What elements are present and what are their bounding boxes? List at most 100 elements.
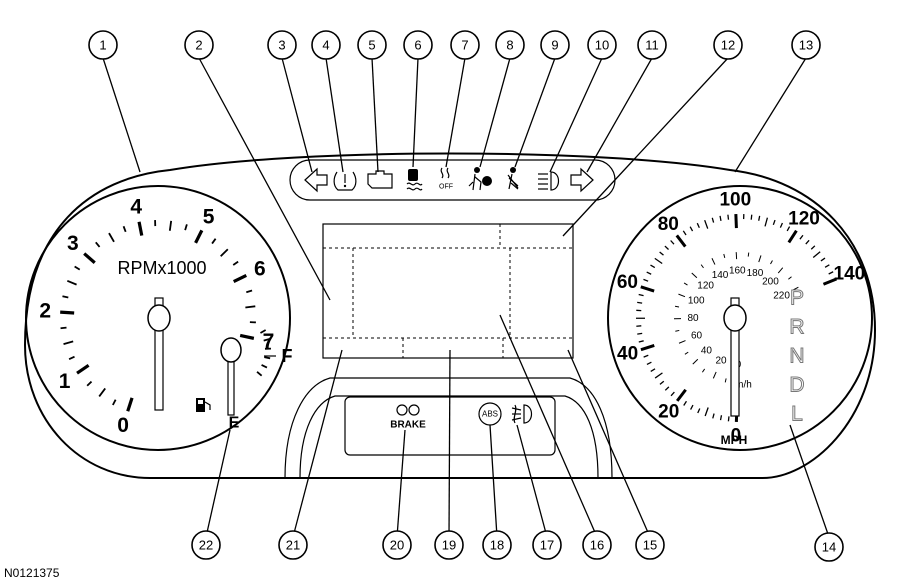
kmh-number: 180	[747, 268, 764, 279]
speedometer-tick	[750, 214, 753, 220]
callout-9: 9	[540, 30, 570, 60]
fuel-tick	[263, 338, 270, 342]
callout-number: 10	[595, 38, 609, 53]
callout-circle	[434, 530, 464, 560]
airbag-icon	[468, 167, 492, 191]
callout-circle	[357, 30, 387, 60]
speedometer-tick	[805, 239, 810, 245]
speedometer-tick	[664, 245, 669, 250]
tachometer-tick	[83, 252, 96, 264]
callout-circle	[267, 30, 297, 60]
kmh-tick	[692, 358, 699, 365]
tachometer-number: 7	[263, 330, 275, 353]
gear-letter: N	[789, 345, 804, 368]
parking-brake-icon: BRAKE	[390, 404, 426, 431]
fuel-hub	[220, 337, 242, 363]
tachometer-hub	[147, 304, 171, 332]
tachometer-tick	[194, 229, 204, 244]
kmh-tick	[747, 252, 750, 257]
callout-13: 13	[791, 30, 821, 60]
speedometer-bezel	[607, 185, 873, 451]
speedometer-needle	[730, 297, 740, 417]
tachometer-tick	[108, 232, 115, 243]
callout-number: 16	[590, 538, 604, 553]
speedometer-tick	[799, 234, 804, 240]
tachometer-tick	[74, 265, 81, 271]
speedometer-tick	[779, 222, 784, 228]
tachometer-needle	[154, 297, 164, 411]
speedometer-tick	[772, 219, 776, 226]
speedometer-tick	[683, 400, 687, 406]
callout-7: 7	[450, 30, 480, 60]
tachometer-bezel	[25, 185, 291, 451]
speedometer-tick	[711, 217, 715, 223]
check-engine-icon	[367, 170, 393, 189]
speedometer-tick	[638, 340, 644, 343]
callout-number: 8	[506, 38, 513, 53]
mph-number: 120	[788, 208, 820, 229]
kmh-tick	[723, 253, 726, 259]
speedometer-tick	[719, 415, 723, 421]
callout-11: 11	[637, 30, 667, 60]
kmh-tick	[788, 276, 792, 280]
tachometer-tick	[137, 221, 144, 236]
mph-number: 80	[658, 214, 679, 235]
callout-19: 19	[434, 530, 464, 560]
kmh-number: 200	[762, 277, 779, 288]
callout-15: 15	[635, 530, 665, 560]
speedometer-tick	[812, 251, 821, 258]
kmh-number: 160	[729, 266, 746, 277]
tachometer-tick	[76, 363, 90, 375]
kmh-tick	[678, 340, 686, 344]
kmh-tick	[684, 351, 689, 355]
gear-letter: P	[790, 287, 804, 310]
callout-number: 6	[414, 38, 421, 53]
cluster-housing	[23, 152, 877, 480]
tachometer-tick	[239, 333, 255, 340]
callout-circle	[278, 530, 308, 560]
tachometer-tick	[184, 224, 188, 231]
kmh-tick	[701, 368, 706, 373]
tachometer-tick	[86, 380, 93, 387]
speedometer-tick	[704, 407, 709, 417]
mph-number: 60	[617, 272, 638, 293]
kmh-tick	[758, 255, 762, 263]
callout-number: 22	[199, 538, 213, 553]
high-beam-icon	[538, 171, 560, 191]
kmh-number: 220	[773, 291, 790, 302]
callout-14: 14	[814, 532, 844, 562]
callout-number: 7	[461, 38, 468, 53]
traction-control-icon	[406, 169, 423, 191]
seatbelt-icon	[507, 167, 519, 190]
callout-number: 13	[799, 38, 813, 53]
document-id: N0121375	[4, 566, 60, 580]
tire-pressure-icon	[333, 171, 357, 191]
kmh-tick	[711, 258, 716, 265]
speedometer-tick	[654, 257, 663, 265]
tachometer-tick	[168, 220, 173, 231]
tachometer-tick	[95, 241, 101, 248]
kmh-number: 140	[712, 270, 729, 281]
speedometer-tick	[690, 404, 694, 410]
kmh-tick	[770, 260, 773, 265]
callout-circle	[450, 30, 480, 60]
gear-letter: D	[789, 374, 804, 397]
kmh-tick	[674, 305, 680, 308]
fuel-tick	[261, 364, 268, 369]
callout-number: 14	[822, 540, 836, 555]
gear-letter: L	[791, 403, 803, 426]
callout-circle	[482, 530, 512, 560]
fuel-empty-label: E	[229, 415, 240, 432]
tachometer-tick	[98, 387, 106, 397]
cluster-inner-lip	[284, 377, 613, 479]
abs-icon: ABS	[478, 402, 502, 426]
mph-label: MPH	[721, 433, 748, 447]
fog-light-icon	[511, 404, 533, 424]
callout-17: 17	[532, 530, 562, 560]
callout-circle	[495, 30, 525, 60]
